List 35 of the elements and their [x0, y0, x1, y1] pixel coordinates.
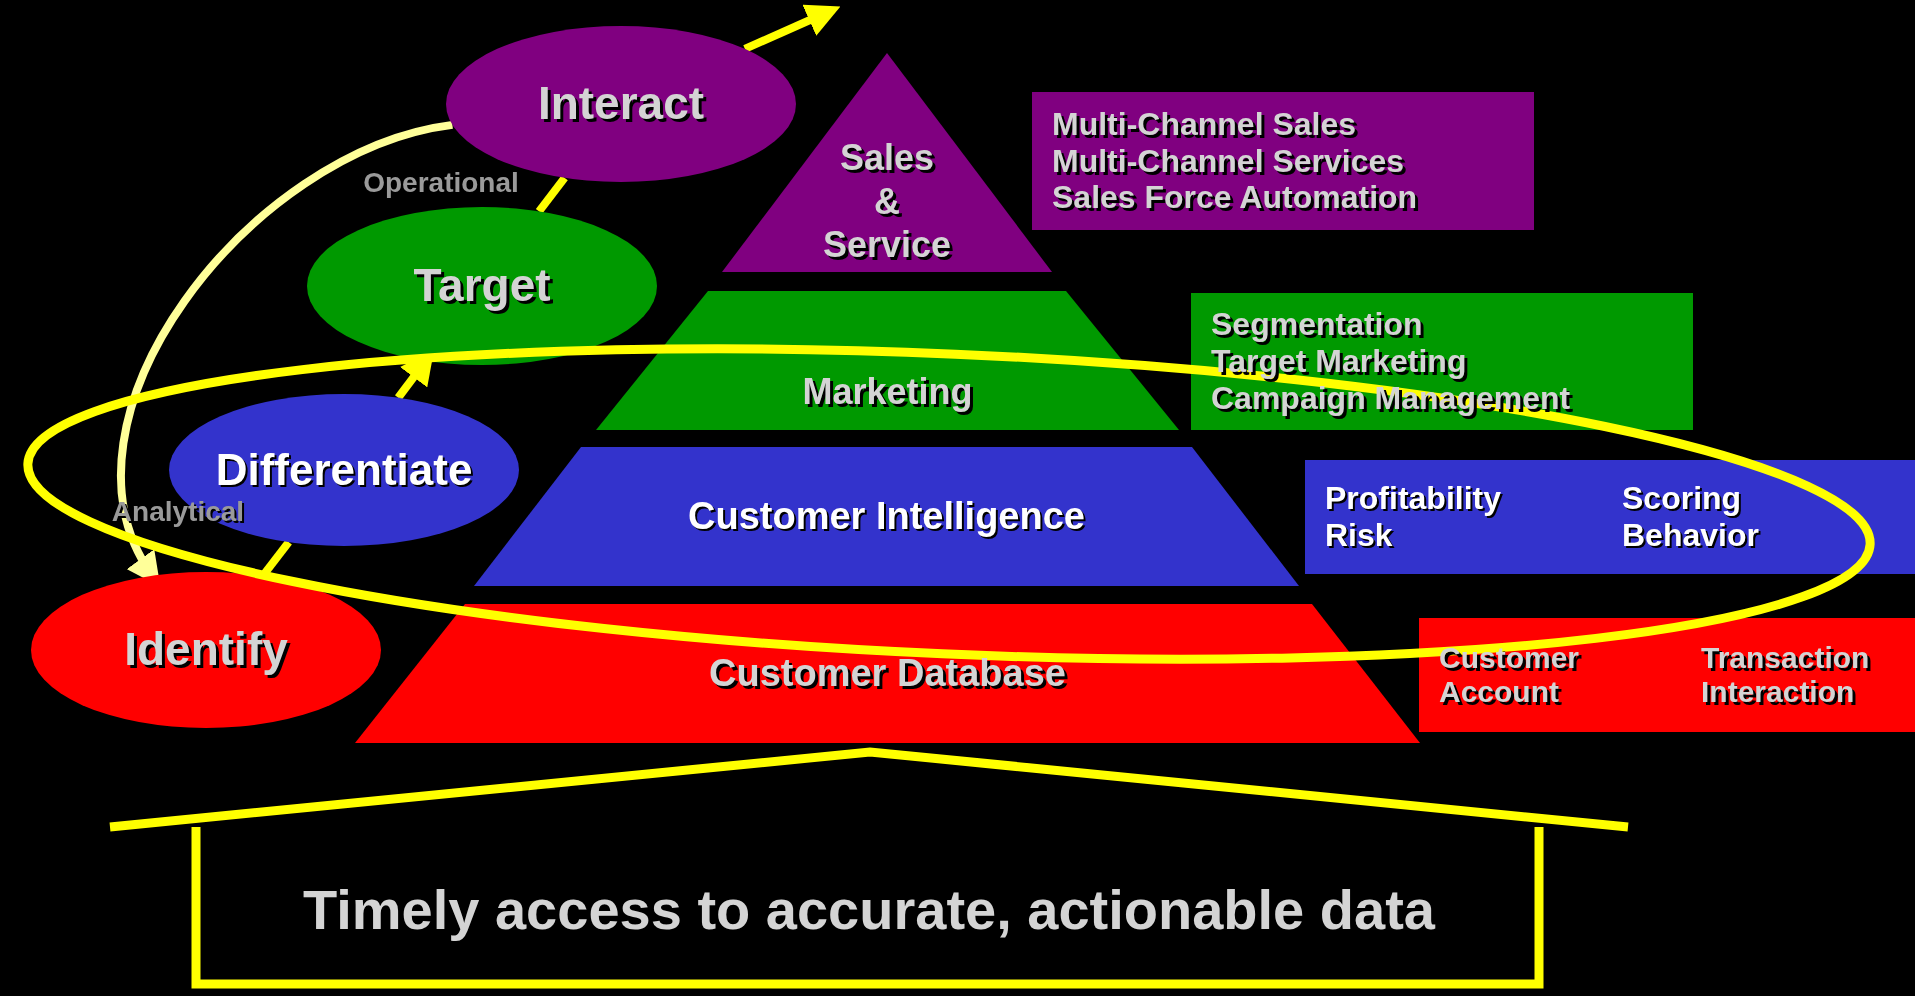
tier-label: Customer Intelligence — [688, 493, 1085, 539]
ellipse — [307, 207, 657, 365]
ellipse — [31, 572, 381, 728]
list-item: Scoring — [1622, 480, 1742, 517]
category-label: Operational — [363, 167, 519, 199]
ellipse-label: Differentiate — [215, 443, 473, 496]
arrow — [743, 4, 841, 53]
tier-label: Customer Database — [709, 650, 1066, 696]
ellipse-label: Identify — [124, 622, 288, 678]
pyramid-apex — [722, 53, 1052, 272]
pyramid-tier — [474, 447, 1299, 586]
info-panel — [1305, 460, 1915, 574]
info-panel — [1419, 618, 1915, 732]
list-item: Sales Force Automation — [1052, 179, 1418, 217]
house-outline — [110, 750, 1628, 990]
ellipse-label: Interact — [537, 76, 705, 132]
info-panel — [1191, 293, 1693, 430]
ellipse-label: Target — [413, 258, 551, 314]
pyramid-tier — [355, 604, 1420, 743]
list-item: Interaction — [1701, 675, 1855, 710]
tier-label: Sales & Service — [822, 136, 952, 266]
list-item: Transaction — [1701, 640, 1870, 675]
list-item: Multi-Channel Services — [1052, 142, 1405, 180]
list-item: Customer — [1439, 640, 1580, 675]
list-item: Target Marketing — [1211, 343, 1467, 380]
tier-label: Marketing — [802, 369, 973, 414]
list-item: Account — [1439, 675, 1559, 710]
list-item: Multi-Channel Sales — [1052, 105, 1357, 143]
list-item: Risk — [1325, 517, 1393, 554]
list-item: Segmentation — [1211, 306, 1423, 344]
banner-text: Timely access to accurate, actionable data — [303, 877, 1435, 944]
list-item: Behavior — [1622, 517, 1759, 554]
list-item: Profitability — [1325, 480, 1501, 517]
pyramid-tier — [596, 291, 1179, 430]
info-panel — [1032, 92, 1534, 230]
